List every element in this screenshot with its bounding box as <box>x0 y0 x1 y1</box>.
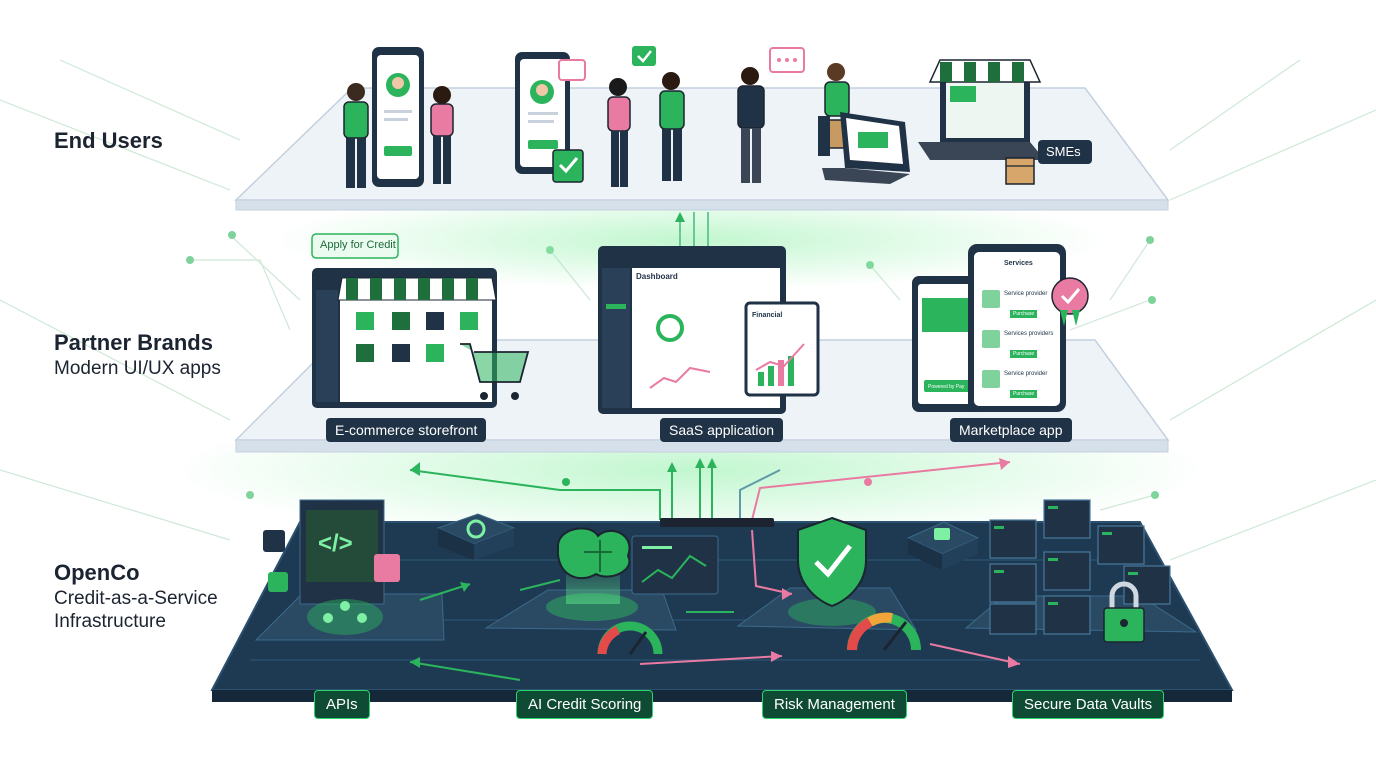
smes-badge <box>1038 140 1092 164</box>
marketplace-label: Marketplace app <box>950 418 1072 442</box>
verified-badge-icon <box>1051 277 1089 326</box>
code-tile-icon <box>374 554 400 582</box>
person-user-4 <box>659 72 685 181</box>
automation-gear-icon <box>436 513 516 560</box>
marketplace-item-2: Services providers <box>1004 331 1054 337</box>
shopping-cart-icon <box>460 343 530 400</box>
risk-management-label: Risk Management <box>762 690 907 719</box>
secure-data-vaults <box>964 499 1198 635</box>
end-users-title: End Users <box>54 128 163 153</box>
laptop-user-icon <box>822 112 910 184</box>
ai-credit-scoring-module <box>484 527 677 631</box>
chat-check-icon <box>632 46 656 66</box>
ecommerce-label: E-commerce storefront <box>326 418 487 442</box>
apis-module <box>254 499 445 641</box>
partner-brands-subtitle: Modern UI/UX apps <box>54 358 221 379</box>
saas-chart-popup <box>744 301 820 397</box>
apply-for-credit-label: Apply for Credit <box>320 239 396 251</box>
code-glyph: </> <box>318 530 353 557</box>
saas-chart-title: Financial <box>752 312 783 319</box>
gear-tile-icon <box>263 530 285 552</box>
saas-dashboard-title: Dashboard <box>636 272 678 281</box>
phone-profile-1 <box>372 47 424 187</box>
credit-gauge-icon <box>597 621 663 655</box>
monitor-chart-icon <box>631 535 719 595</box>
lock-tile-icon <box>906 521 980 570</box>
padlock-icon <box>1103 581 1145 643</box>
secure-data-vaults-label: Secure Data Vaults <box>1012 690 1165 719</box>
saas-app-window <box>598 246 786 414</box>
partner-brands-title: Partner Brands <box>54 330 213 355</box>
marketplace-screen-title: Services <box>1004 260 1033 267</box>
phone-profile-2 <box>515 52 586 174</box>
marketplace-item-1-button: Purchase <box>1010 310 1038 318</box>
marketplace-item-1: Service provider <box>1004 291 1048 297</box>
smes-label: SMEs <box>1046 144 1081 159</box>
ecommerce-app-window <box>312 268 497 408</box>
ai-credit-scoring-label: AI Credit Scoring <box>516 690 654 719</box>
end-users-platform <box>234 87 1170 211</box>
marketplace-item-2-button: Purchase <box>1010 350 1038 358</box>
saas-label: SaaS application <box>660 418 784 442</box>
openco-title: OpenCo <box>54 560 140 585</box>
person-user-2 <box>430 86 454 184</box>
risk-gauge-icon <box>847 612 921 651</box>
chat-rating-icon <box>769 47 805 73</box>
shopping-bag-icon <box>552 149 584 183</box>
apply-for-credit-badge <box>311 233 399 259</box>
marketplace-phone <box>968 244 1066 412</box>
sme-storefront-laptop <box>918 59 1045 160</box>
person-user-1 <box>343 83 369 188</box>
apis-label: APIs <box>314 690 370 719</box>
person-user-3 <box>607 78 631 187</box>
openco-subtitle-line2: Infrastructure <box>54 611 166 632</box>
marketplace-tablet <box>912 276 986 412</box>
openco-platform <box>210 521 1234 702</box>
person-tile-icon <box>268 572 288 592</box>
delivery-box-icon <box>1005 157 1035 185</box>
person-user-5 <box>737 67 765 183</box>
marketplace-item-3-button: Purchase <box>1010 390 1038 398</box>
marketplace-item-3: Service provider <box>1004 371 1048 377</box>
tablet-pay-button: Powered by Pay <box>928 384 965 390</box>
openco-subtitle-line1: Credit-as-a-Service <box>54 588 218 609</box>
